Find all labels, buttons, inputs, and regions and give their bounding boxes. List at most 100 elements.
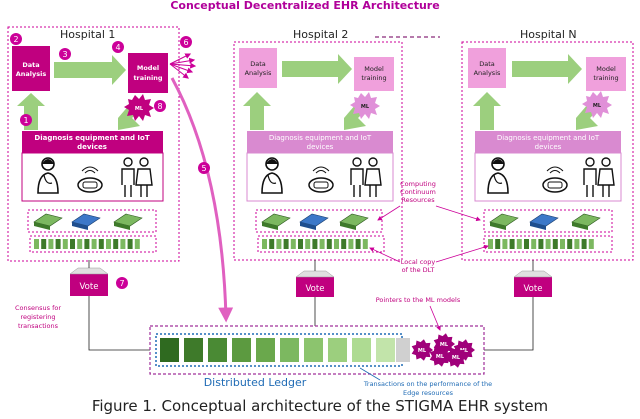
transactions-label: Transactions on the performance of the [363,380,492,388]
dlt-block [355,239,361,249]
data-analysis-label-h2-2: Analysis [245,69,272,77]
dlt-block [509,239,515,249]
data-analysis-label-hn: Data [479,60,495,68]
flow-arrow-diagnosis-to-analysis-h2 [243,92,271,130]
hospital-2: Hospital 2 Data Analysis Model training … [233,28,403,261]
vote-box-h1[interactable]: Vote [69,267,109,296]
step-2-number: 2 [13,35,18,44]
diagnosis-box-hn[interactable] [475,131,621,153]
dlt-block [348,239,354,249]
ledger-block-pending [396,338,410,362]
data-analysis-box-hn[interactable] [468,48,506,88]
dlt-block [341,239,347,249]
diagnosis-box-h2[interactable] [247,131,393,153]
dlt-block [283,239,289,249]
dlt-block [588,239,594,249]
vote-box-h2[interactable]: Vote [295,270,335,297]
step-5-marker [198,162,210,174]
local-copy-pointer-right [435,244,489,263]
model-training-box-hn[interactable] [586,57,626,91]
dlt-block [84,239,90,249]
data-analysis-label-hn-2: Analysis [474,69,501,77]
dlt-block [524,239,529,249]
model-training-label-h2-2: training [361,74,386,82]
diagnosis-devices-frame [21,152,164,202]
hospital-1: Hospital 1 Data Analysis Model training … [7,26,180,262]
vote-box-hn[interactable]: Vote [513,270,553,297]
computing-continuum-label-3: Resources [401,196,435,204]
step-6-marker [180,36,192,48]
clinician-icon-h2 [261,157,283,194]
dlt-block [269,239,275,249]
ledger-block [184,338,203,362]
ml-gear-label: ML [460,348,469,354]
monitor-device-icon-hn [542,166,568,193]
flow-arrow-analysis-to-training [54,55,126,85]
dlt-block [334,239,339,249]
transactions-label-2: Edge resources [403,389,454,397]
ml-gear-icon-hn [582,91,612,118]
diagnosis-devices-frame-hn [474,152,622,202]
diagnosis-label-hn: Diagnosis equipment and IoT [497,134,600,142]
ml-gear-icon-h2 [350,92,380,119]
data-analysis-box-h2[interactable] [239,48,277,88]
dlt-block [106,239,111,249]
ml-gear-label: ML [440,342,449,348]
dlt-block [41,239,47,249]
step-3-number: 3 [62,50,67,59]
step-7-number: 7 [119,279,124,288]
edge-resources-frame-h2 [255,209,383,233]
diagnosis-box[interactable] [22,131,163,153]
hospital-1-title: Hospital 1 [60,28,115,41]
hospital-n: Hospital N Data Analysis Model training … [461,28,634,261]
ml-gear-label: ML [135,106,144,112]
dlt-block [113,239,119,249]
ledger-block [256,338,275,362]
diagnosis-label-hn-2: devices [535,143,562,151]
flow-arrow-analysis-to-training-h2 [282,54,352,84]
edge-resources-frame-hn [483,209,613,233]
step-1-marker [20,114,32,126]
step-1-number: 1 [23,116,28,125]
dlt-block [91,239,97,249]
model-training-box-h2[interactable] [354,57,394,91]
server-rack-icon [33,213,143,230]
continuum-pointer-right [435,205,481,222]
ledger-blocks [160,338,410,362]
dlt-block [120,239,126,249]
consensus-label-2: registering [20,313,55,321]
pointers-arrow [429,305,441,331]
ledger-ml-gears: MLMLMLMLML [411,333,475,368]
ml-gear-icon [429,345,451,367]
ml-gear-label-h2: ML [361,104,370,110]
model-training-label-2: training [133,74,162,82]
step-8-number: 8 [157,102,162,111]
ml-gear-icon [411,339,433,361]
flow-arrow-diagnosis-to-analysis [17,93,45,130]
data-analysis-box[interactable] [12,46,50,91]
server-rack-icon-hn [489,213,601,230]
dlt-block [552,239,558,249]
local-dlt-frame-h2 [257,235,385,253]
blockchain-strip-icon-hn [488,239,594,249]
dlt-block [70,239,75,249]
data-analysis-label-2: Analysis [16,70,47,78]
data-analysis-label-h2: Data [250,60,266,68]
model-training-box[interactable] [128,53,168,93]
local-dlt-frame-hn [483,235,613,253]
dlt-block [538,239,544,249]
ledger-outer-frame [149,325,485,375]
diagram-title: Conceptual Decentralized EHR Architectur… [170,0,439,12]
ledger-block [208,338,227,362]
dlt-block [55,239,61,249]
dlt-block [531,239,537,249]
dlt-block [262,239,267,249]
dlt-block [516,239,522,249]
step-2-marker [10,33,22,45]
step-8-marker [154,100,166,112]
local-copy-label: Local copy [401,258,436,266]
figure-caption: Figure 1. Conceptual architecture of the… [91,398,549,415]
local-dlt-frame [29,235,157,253]
diagnosis-label-2: devices [77,143,107,151]
